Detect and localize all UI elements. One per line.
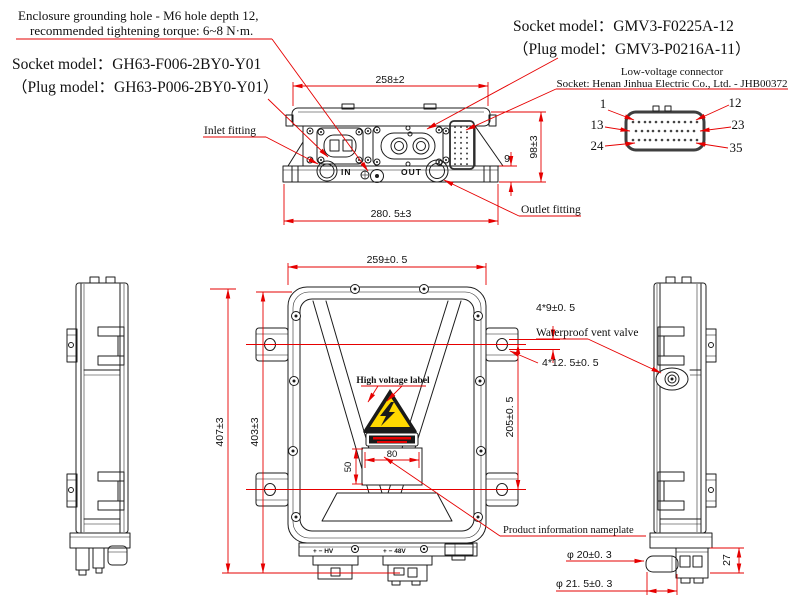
note-hv-socket-line2: （Plug model：GH63-P006-2BY0-Y01）	[12, 79, 279, 96]
pinout-pins	[631, 120, 699, 142]
dim-connector-height: 27	[721, 554, 733, 566]
bottom-connectors: + − HV + − 48V	[298, 542, 478, 586]
dim-top-height: 98±3	[528, 135, 540, 158]
pin-label-24: 24	[591, 138, 605, 153]
label-inlet-fitting: Inlet fitting	[204, 125, 256, 137]
top-rear-view: IN OUT	[282, 103, 504, 183]
dim-plate-width: 80	[387, 449, 398, 460]
note-lv48-socket-line2: （Plug model：GMV3-P0216A-11）	[513, 41, 751, 58]
port-label-in: IN	[341, 167, 352, 177]
label-outlet-fitting: Outlet fitting	[521, 204, 581, 216]
note-lv-connector-line2: Socket: Henan Jinhua Electric Co., Ltd. …	[557, 78, 788, 90]
lv48-socket-gmv3	[372, 125, 444, 167]
label-high-voltage: High voltage label	[356, 376, 430, 386]
dim-front-width: 259±0. 5	[367, 254, 408, 266]
dim-plate-height: 50	[343, 462, 354, 473]
note-lv-connector-line1: Low-voltage connector	[621, 66, 724, 78]
inlet-fitting	[316, 160, 338, 182]
note-grounding-line1: Enclosure grounding hole - M6 hole depth…	[18, 8, 258, 23]
dim-bracket-slot: 4*12. 5±0. 5	[542, 357, 599, 369]
dim-bracket-span: 205±0. 5	[504, 396, 516, 437]
lv-connector-pinout: 1 12 13 23 24 35	[591, 95, 745, 155]
dim-top-width: 258±2	[375, 74, 404, 86]
text-annotations: Enclosure grounding hole - M6 hole depth…	[12, 8, 787, 590]
pin-label-1: 1	[600, 96, 607, 111]
pin-label-12: 12	[729, 95, 742, 110]
product-nameplate	[361, 447, 423, 486]
left-side-view	[66, 276, 131, 576]
outlet-fitting	[425, 159, 449, 183]
dimension-annotations	[16, 38, 788, 595]
label-nameplate: Product information nameplate	[503, 525, 634, 536]
label-vent-valve: Waterproof vent valve	[536, 327, 639, 339]
pin-label-13: 13	[591, 117, 604, 132]
note-hv-socket-line1: Socket model：GH63-F006-2BY0-Y01	[12, 56, 261, 73]
high-voltage-warning-icon	[363, 389, 419, 447]
note-lv48-socket-line1: Socket model：GMV3-F0225A-12	[513, 18, 734, 35]
hv-socket-gh63	[316, 127, 364, 165]
marking-48v: + − 48V	[383, 548, 406, 555]
dim-base-width: 280. 5±3	[371, 208, 412, 220]
dim-bracket-hole: 4*9±0. 5	[536, 302, 575, 314]
waterproof-vent-valve	[655, 367, 689, 391]
dim-body-height: 403±3	[249, 417, 261, 446]
dim-pipe-diameter-1: φ 20±0. 3	[567, 549, 612, 561]
port-label-out: OUT	[401, 167, 422, 177]
pin-label-23: 23	[732, 117, 745, 132]
front-view: + − HV + − 48V	[255, 284, 519, 586]
note-grounding-line2: recommended tightening torque: 6~8 N·m.	[30, 23, 253, 38]
dim-flange-height: 9	[504, 153, 510, 165]
lv-connector-socket	[449, 120, 475, 170]
pin-label-35: 35	[730, 140, 743, 155]
grounding-screw-icon	[360, 169, 384, 183]
dim-pipe-diameter-2: φ 21. 5±0. 3	[556, 578, 613, 590]
right-side-view	[645, 276, 717, 584]
marking-hv: + − HV	[313, 548, 334, 555]
dim-overall-height: 407±3	[214, 417, 226, 446]
